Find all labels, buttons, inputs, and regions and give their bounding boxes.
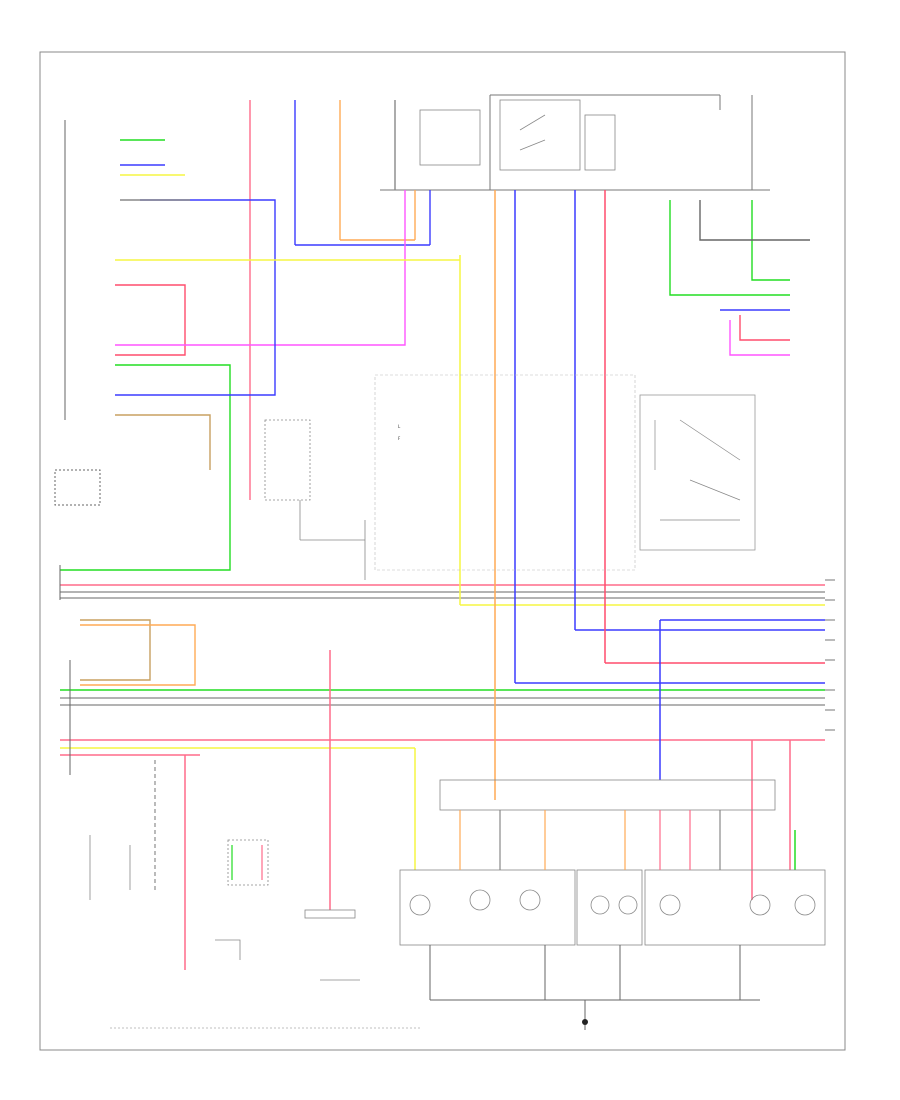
diagram-frame: [39, 51, 846, 1051]
relay-block: [419, 99, 616, 171]
legend-row2-code: F: [398, 436, 401, 441]
top-feeds: [249, 100, 431, 500]
left-rear-lamp-box: [399, 869, 576, 946]
harness-lines: [60, 584, 825, 756]
legend-row1-code: L: [398, 424, 401, 429]
lamp-feeds: [459, 810, 721, 870]
top-bus: [380, 94, 770, 191]
risers: [184, 190, 796, 970]
legend: L F: [398, 424, 401, 441]
right-edge-pins: [825, 579, 835, 731]
left-spine: [54, 120, 101, 775]
license-lamp-box: [576, 869, 643, 946]
ground-point: [582, 1019, 588, 1025]
bottom-left-components: [89, 760, 420, 1029]
lamp-modules: [399, 779, 826, 946]
right-loops: [669, 200, 810, 356]
right-module-internals: [654, 419, 741, 521]
right-rear-lamp-box: [644, 869, 826, 946]
ground-bus: [429, 945, 760, 1030]
bus-connector-box: [439, 779, 776, 811]
right-module: [639, 394, 756, 551]
center-dashed-box: [374, 374, 636, 571]
center-switch: [264, 419, 366, 580]
left-loops: [60, 139, 460, 686]
